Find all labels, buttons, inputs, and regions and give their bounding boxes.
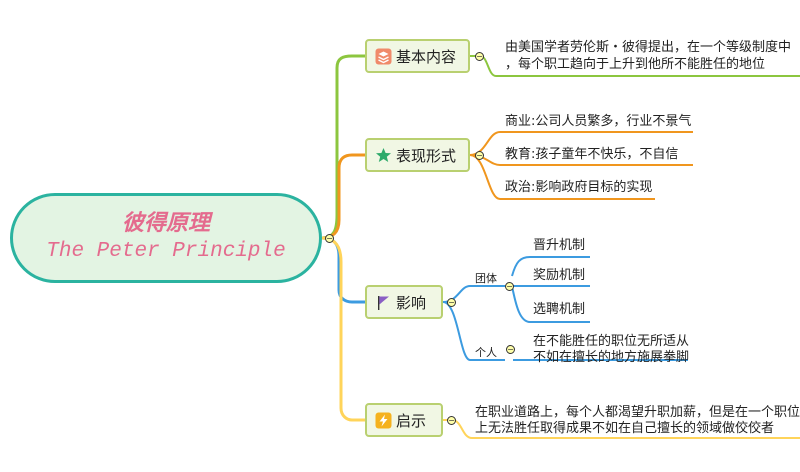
root-title-zh: 彼得原理 bbox=[121, 210, 210, 235]
root-title-en: The Peter Principle bbox=[46, 240, 286, 263]
branch-forms bbox=[321, 153, 365, 240]
lightning-icon bbox=[375, 412, 392, 428]
link-forms-1 bbox=[469, 131, 693, 156]
root-node[interactable]: 彼得原理 The Peter Principle bbox=[10, 193, 322, 283]
influence-group-label: 团体 bbox=[475, 272, 497, 285]
topic-inspiration[interactable]: 启示 bbox=[365, 403, 443, 437]
branch-basic bbox=[321, 54, 365, 240]
collapse-inspiration-toggle[interactable]: − bbox=[447, 416, 456, 425]
collapse-basic-toggle[interactable]: − bbox=[475, 52, 484, 61]
influence-person-label: 个人 bbox=[475, 346, 497, 359]
link-group-3 bbox=[511, 285, 590, 323]
person-line-1: 在不能胜任的职位无所适从 bbox=[533, 334, 690, 349]
branch-inspiration bbox=[321, 236, 365, 422]
star-icon bbox=[376, 147, 391, 162]
forms-item-politics: 政治:影响政府目标的实现 bbox=[505, 180, 653, 195]
topic-forms-label: 表现形式 bbox=[396, 146, 457, 165]
topic-inspiration-label: 启示 bbox=[396, 411, 427, 430]
topic-basic-label: 基本内容 bbox=[396, 47, 457, 66]
link-forms-3 bbox=[469, 154, 655, 200]
group-item-promotion: 晋升机制 bbox=[533, 238, 586, 253]
collapse-person-toggle[interactable]: − bbox=[506, 345, 515, 354]
collapse-forms-toggle[interactable]: − bbox=[475, 151, 484, 160]
forms-item-education: 教育:孩子童年不快乐，不自信 bbox=[505, 147, 679, 162]
forms-item-business: 商业:公司人员繁多，行业不景气 bbox=[505, 114, 692, 129]
branch-influence bbox=[321, 236, 365, 304]
basic-content-line-2: ，每个职工趋向于上升到他所不能胜任的地位 bbox=[505, 57, 766, 72]
topic-basic-content[interactable]: 基本内容 bbox=[365, 39, 470, 73]
inspiration-line-1: 在职业道路上，每个人都渴望升职加薪，但是在一个职位 bbox=[475, 405, 800, 420]
collapse-group-toggle[interactable]: − bbox=[505, 282, 514, 291]
inspiration-line-2: 上无法胜任取得成果不如在自己擅长的领域做佼佼者 bbox=[475, 421, 775, 436]
topic-forms[interactable]: 表现形式 bbox=[365, 138, 470, 172]
collapse-root-toggle[interactable]: − bbox=[325, 234, 334, 243]
collapse-influence-toggle[interactable]: − bbox=[447, 298, 456, 307]
flag-icon bbox=[378, 295, 389, 310]
layers-icon bbox=[375, 48, 392, 64]
topic-influence-label: 影响 bbox=[396, 293, 427, 312]
topic-influence[interactable]: 影响 bbox=[365, 285, 443, 319]
link-group-1 bbox=[511, 256, 590, 277]
group-item-reward: 奖励机制 bbox=[533, 268, 586, 283]
group-item-recruitment: 选聘机制 bbox=[533, 302, 586, 317]
basic-content-line-1: 由美国学者劳伦斯・彼得提出，在一个等级制度中 bbox=[505, 40, 792, 55]
person-line-2: 不如在擅长的地方施展拳脚 bbox=[533, 350, 690, 365]
